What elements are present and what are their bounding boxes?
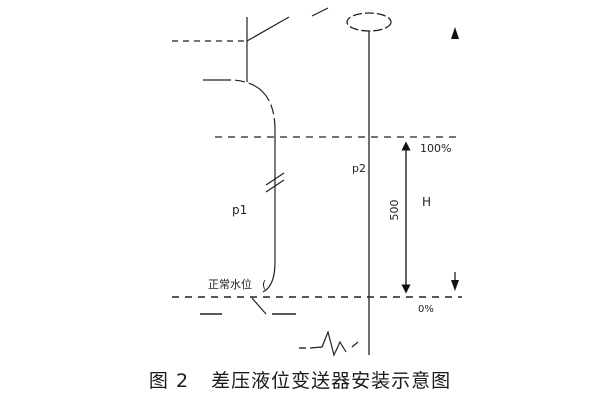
p1-pipe-curve-top (203, 79, 276, 131)
caption-title: 差压液位变送器安装示意图 (211, 370, 452, 392)
top-slant-pipe (246, 16, 290, 42)
pipe-break-mark-1 (265, 172, 285, 186)
p1-pipe-curve-bottom (262, 261, 276, 293)
figure-caption: 图 2 差压液位变送器安装示意图 (0, 366, 600, 393)
label-100-percent: 100% (420, 142, 451, 155)
range-top-arrow-icon (451, 27, 459, 39)
label-h: H (422, 195, 431, 209)
bottom-squiggle (309, 330, 359, 357)
top-slant-pipe-2 (311, 7, 329, 17)
range-bottom-arrow-icon (451, 280, 459, 291)
pipe-break-mark-2 (265, 179, 285, 193)
label-bracket: ( (262, 278, 266, 291)
top-ellipse (346, 12, 392, 32)
label-p2: p2 (352, 162, 366, 175)
label-p1: p1 (232, 203, 247, 217)
label-h-range: 500 (388, 200, 401, 221)
label-normal-water-level: 正常水位 (208, 277, 252, 291)
caption-number: 图 2 (148, 370, 190, 392)
label-0-percent: 0% (418, 304, 434, 315)
lower-diagonal (251, 297, 267, 315)
